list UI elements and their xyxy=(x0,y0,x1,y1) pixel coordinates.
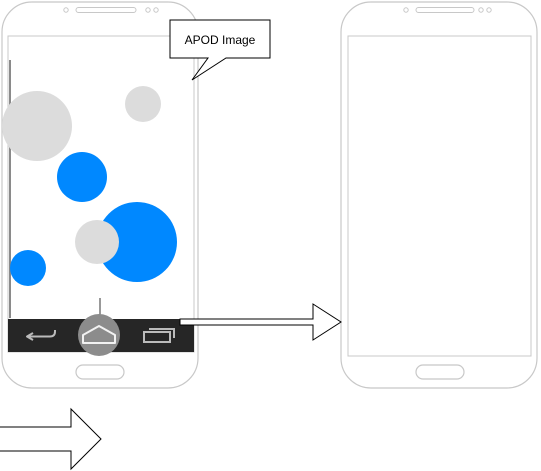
transition-arrow xyxy=(179,303,342,341)
phone-left-screen xyxy=(7,35,195,353)
phone-left-camera xyxy=(145,7,151,13)
back-icon[interactable] xyxy=(26,330,56,341)
phone-right-sensor xyxy=(403,7,409,13)
phone-left-home-button[interactable] xyxy=(75,364,125,380)
phone-right-home-button[interactable] xyxy=(415,364,465,380)
arrow-shape-right xyxy=(179,303,342,341)
android-navbar xyxy=(8,314,194,356)
phone-right xyxy=(340,1,538,389)
phone-right-screen xyxy=(347,35,532,357)
phone-left-speaker xyxy=(75,7,137,13)
home-icon[interactable] xyxy=(78,314,120,356)
phone-right-camera xyxy=(478,7,484,13)
circle-gray-large xyxy=(2,91,72,161)
circle-blue-small xyxy=(10,250,46,286)
arrow-shape-bottom xyxy=(0,407,102,471)
legend-arrow xyxy=(0,407,102,471)
circle-blue-large xyxy=(97,202,177,282)
callout-bubble xyxy=(169,19,271,81)
circle-blue-medium xyxy=(57,152,107,202)
phone-right-camera-2 xyxy=(486,7,492,13)
callout-label: APOD Image xyxy=(185,33,256,47)
phone-left-camera-2 xyxy=(153,7,159,13)
circle-gray-overlap xyxy=(75,220,119,264)
callout-apod-image: APOD Image xyxy=(169,19,271,81)
apod-image-content xyxy=(2,60,177,322)
phone-right-speaker xyxy=(415,7,475,13)
phone-left-sensor xyxy=(63,7,69,13)
recents-icon[interactable] xyxy=(143,328,175,343)
circle-gray-small xyxy=(125,86,161,122)
